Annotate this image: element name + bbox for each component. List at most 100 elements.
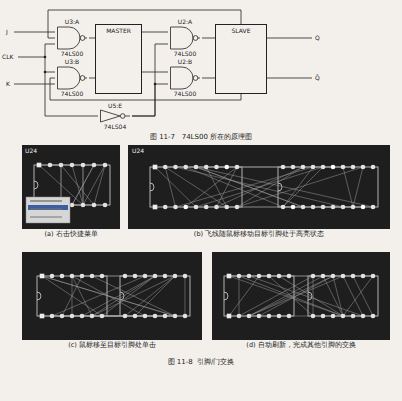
pad [153,165,158,170]
pad [341,205,346,210]
pcb-ground [128,145,390,229]
wire [202,38,215,39]
pad [81,203,86,208]
pad [37,163,42,168]
pad [90,314,95,319]
context-menu [26,197,70,223]
pad [281,205,286,210]
pad [301,205,306,210]
pad [267,274,272,279]
subfigure-caption: (b) 飞线随鼠标移动目标引脚处于高亮状态 [194,231,324,239]
pcb-panel [212,252,390,340]
pad [153,205,158,210]
logic-gate: U3:B74LS00 [55,58,89,98]
ic-notch [150,183,154,191]
pad [92,163,97,168]
pad [183,274,188,279]
pad [237,274,242,279]
subfigure-caption: (c) 鼠标移至目标引脚处单击 [68,342,156,350]
pad [371,314,376,319]
pad [60,274,65,279]
pad [361,205,366,210]
ic-notch [34,181,38,189]
pcb-panel [128,145,390,229]
ic-outline [224,276,294,316]
part-type: 74LS04 [98,123,132,130]
pad [247,314,252,319]
part-name: U3:B [55,58,89,66]
pad [351,205,356,210]
pad [331,274,336,279]
pcb-panel [22,145,120,229]
pcb-ground [212,252,390,340]
pad [341,165,346,170]
pad [247,274,252,279]
pad [214,205,219,210]
pad [173,205,178,210]
pad [257,314,262,319]
pad [311,274,316,279]
part-name: U2:A [168,18,202,26]
ic-notch [37,292,41,300]
pad [227,314,232,319]
logic-gate: U2:B74LS00 [168,58,202,98]
pad [70,314,75,319]
figure-caption: 图 11-7 74LS00 所在的原理图 [150,133,252,141]
pad [311,314,316,319]
ratsnest-line [259,276,289,277]
ratsnest-line [155,167,196,207]
pad [50,274,55,279]
pad [227,274,232,279]
flipflop-box: SLAVE [215,24,267,94]
clock-wire [18,44,98,116]
ratsnest-line [165,167,175,207]
pad [70,274,75,279]
logic-gate: U2:A 74LS00 [168,18,202,58]
ratsnest-line [279,276,343,316]
pad [163,314,168,319]
pad [331,205,336,210]
part-name: U24 [131,147,145,154]
ratsnest-line [62,276,82,316]
ic-notch [224,292,228,300]
nand-symbol [57,26,87,50]
ratsnest-line [239,276,313,316]
ratsnest-line [237,167,303,207]
ratsnest-line [279,316,373,317]
pad [70,163,75,168]
ratsnest-line [249,276,333,316]
ratsnest-line [239,276,240,316]
pad [361,314,366,319]
pad [92,203,97,208]
ratsnest-line [353,167,363,207]
ratsnest-line [72,276,92,316]
part-name: U24 [24,147,38,154]
part-name: MASTER [96,27,141,35]
part-type: 74LS00 [168,50,202,58]
ratsnest-line [196,167,303,207]
nand-symbol [170,66,200,90]
pad [183,314,188,319]
ratsnest-line [102,276,155,316]
ratsnest-line [217,167,238,207]
pad [194,205,199,210]
pad [204,165,209,170]
pad [143,274,148,279]
input-wire [14,32,55,33]
pad [48,163,53,168]
output-wire [265,38,312,78]
part-name: U5:E [98,102,132,109]
part-name: SLAVE [216,27,266,35]
pad [351,314,356,319]
pad [90,274,95,279]
pad [163,205,168,210]
pcb-ground [22,252,202,340]
pad [351,165,356,170]
pad [194,165,199,170]
ratsnest-line [82,276,155,316]
ratsnest-line [92,276,175,316]
pad [103,203,108,208]
pad [371,274,376,279]
pad [224,165,229,170]
